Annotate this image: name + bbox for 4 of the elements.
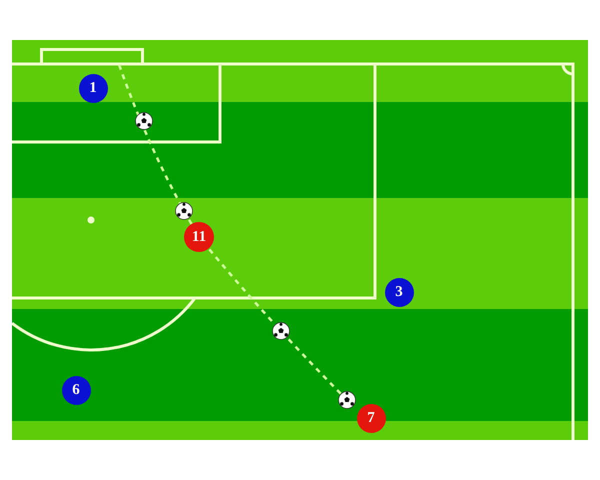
ball-trajectory bbox=[208, 248, 342, 394]
ball-trajectory bbox=[118, 64, 193, 225]
soccer-ball-icon bbox=[338, 391, 356, 409]
goal-frame bbox=[40, 48, 144, 65]
